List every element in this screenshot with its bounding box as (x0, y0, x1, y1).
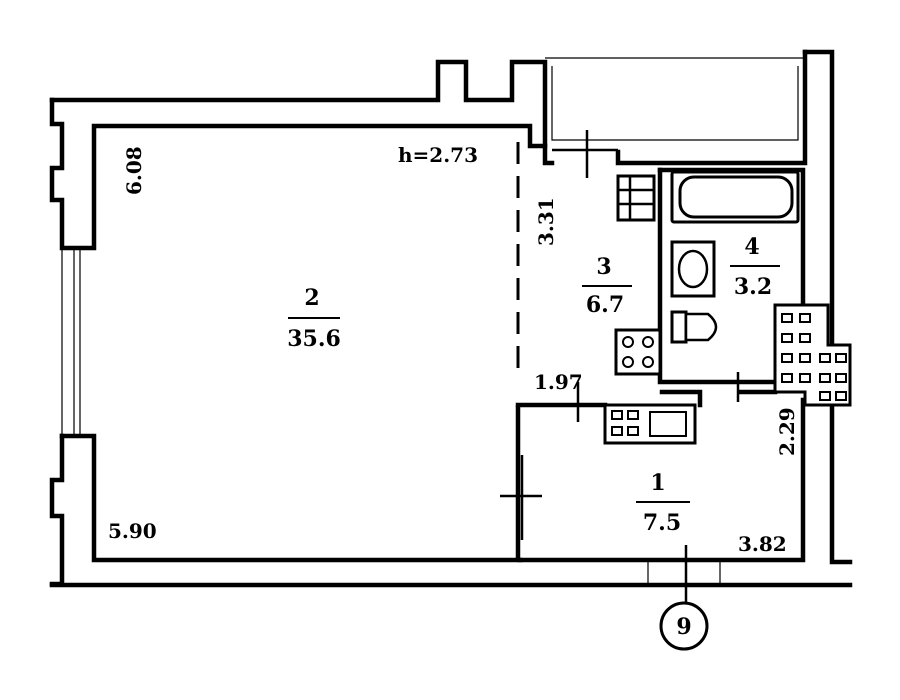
washbasin (670, 240, 716, 298)
room-area: 6.7 (586, 292, 624, 318)
room-area: 35.6 (287, 326, 341, 352)
room-number: 3 (596, 254, 611, 280)
toilet (670, 310, 718, 344)
ventilation-shaft (773, 303, 852, 407)
dimension-hall-side: 2.29 (775, 407, 799, 456)
room-3-label: 3 6.7 (582, 254, 632, 318)
room-2-label: 2 35.6 (287, 285, 341, 352)
room-area: 7.5 (643, 510, 681, 536)
outer-walls (49, 49, 853, 588)
room-number: 1 (650, 470, 665, 496)
dimension-hall-depth: 1.97 (534, 370, 583, 394)
kitchen-cabinet (616, 174, 656, 222)
dimension-kitchen-depth: 3.31 (534, 197, 558, 246)
bathtub (670, 170, 800, 224)
axis-marker: 9 (659, 601, 709, 651)
kitchen-counter (603, 403, 697, 445)
room-number: 4 (744, 234, 759, 260)
axis-marker-label: 9 (676, 614, 691, 640)
dimension-living-width: 5.90 (108, 519, 157, 543)
dimension-hall-width: 3.82 (738, 532, 787, 556)
room-4-label: 4 3.2 (730, 234, 780, 300)
interior-walls (500, 130, 806, 608)
room-number: 2 (304, 285, 319, 311)
room-1-label: 1 7.5 (636, 470, 690, 536)
ceiling-height-label: h=2.73 (398, 143, 478, 167)
dimension-living-depth: 6.08 (122, 146, 146, 195)
stove (614, 328, 662, 376)
room-area: 3.2 (734, 274, 772, 300)
